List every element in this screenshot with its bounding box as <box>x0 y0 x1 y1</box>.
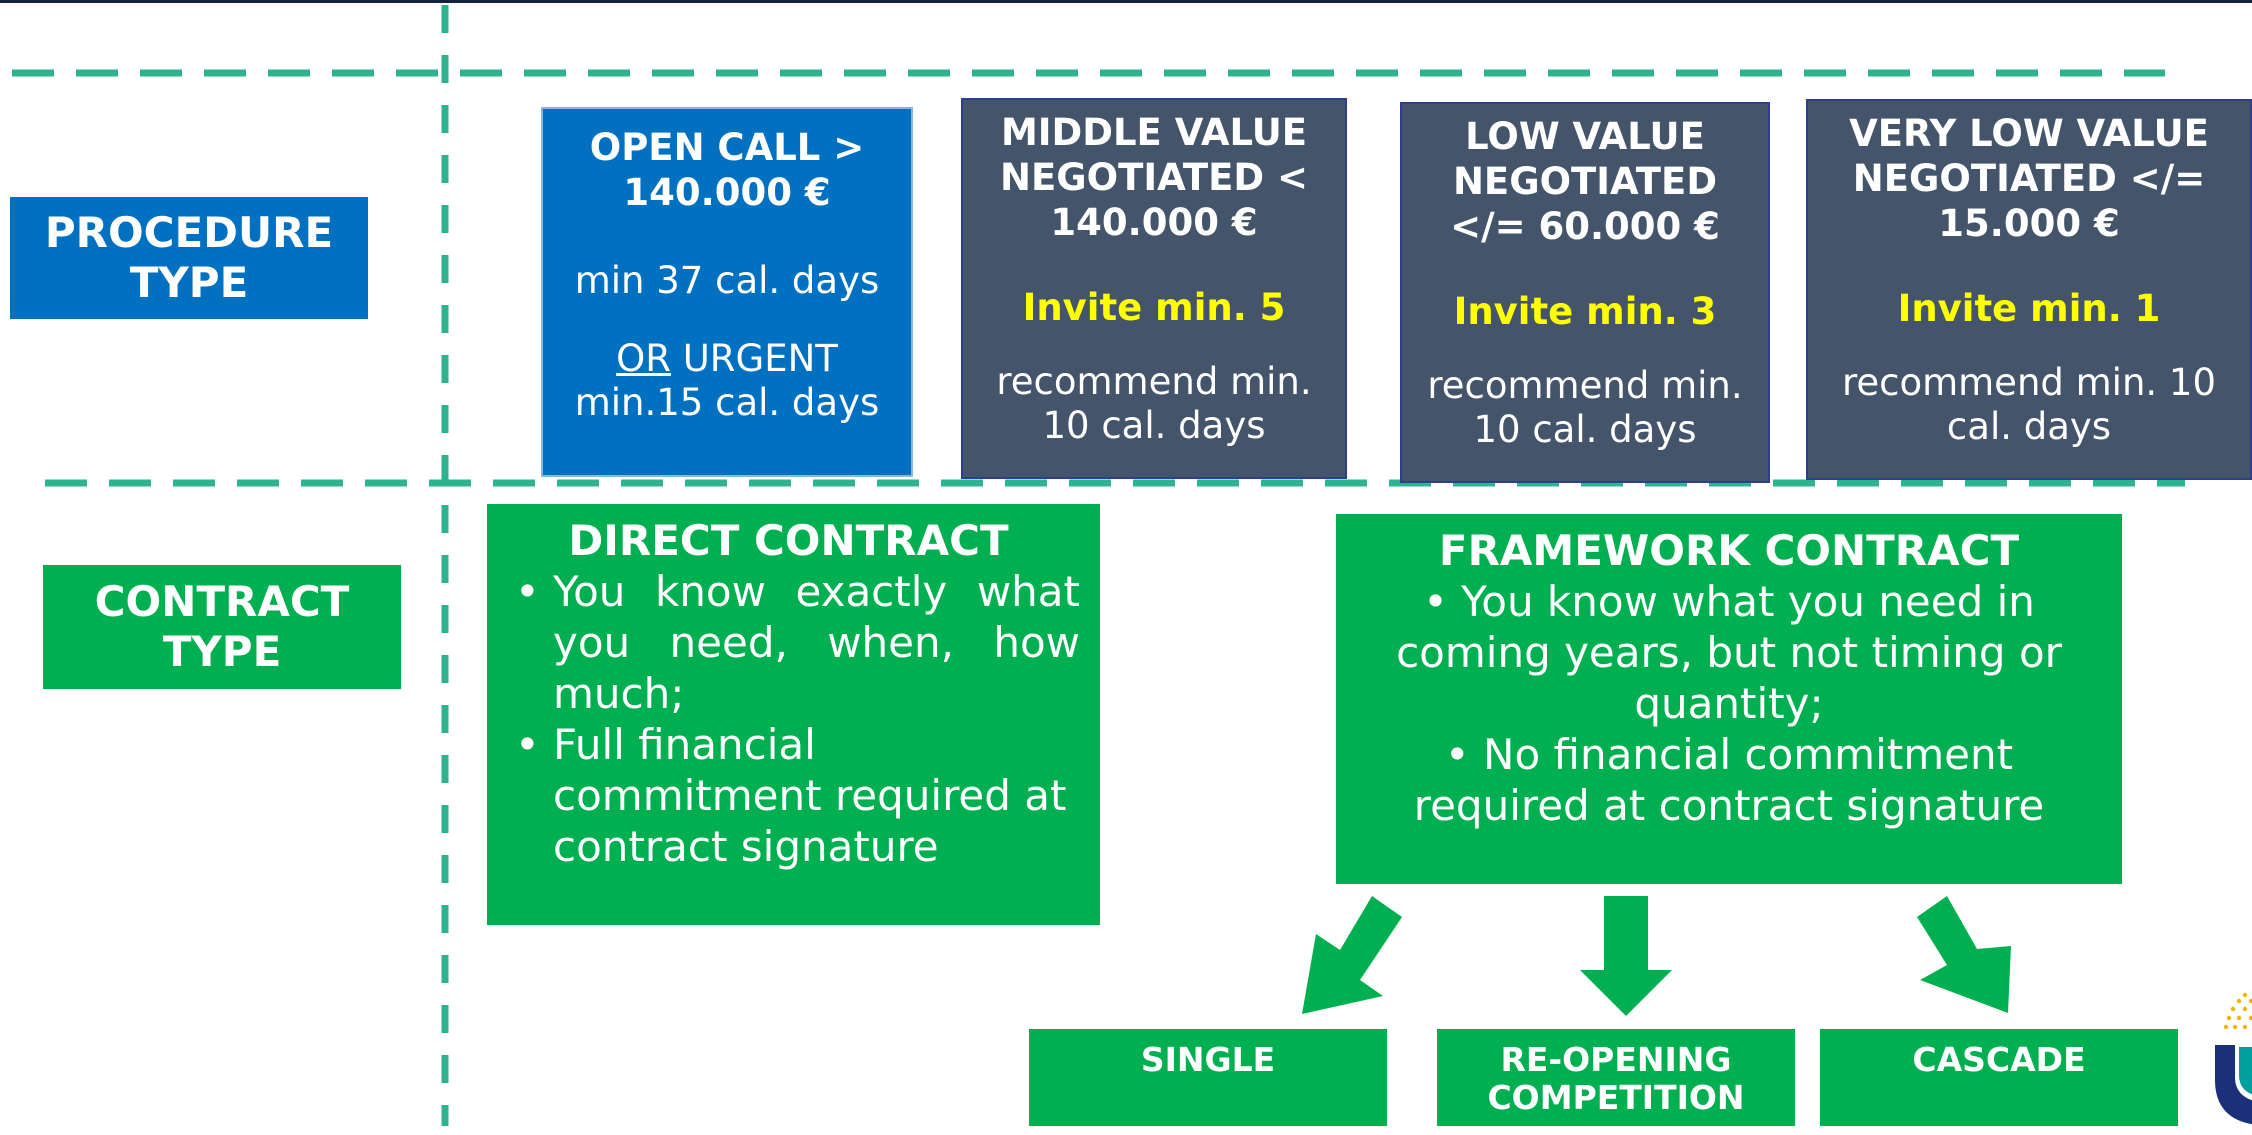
contract-type-label: CONTRACT TYPE <box>43 565 401 689</box>
framework-contract-box: FRAMEWORK CONTRACT • You know what you n… <box>1336 514 2122 884</box>
cascade-box: CASCADE <box>1820 1029 2178 1126</box>
middle-value-title: MIDDLE VALUE NEGOTIATED < 140.000 € <box>1000 111 1308 244</box>
top-border <box>0 0 2252 3</box>
open-call-min-days: min 37 cal. days <box>574 259 880 302</box>
low-value-title: LOW VALUE NEGOTIATED </= 60.000 € <box>1450 115 1720 248</box>
contract-type-text: CONTRACT TYPE <box>94 577 350 676</box>
framework-contract-title: FRAMEWORK CONTRACT <box>1438 526 2020 575</box>
middle-value-invite: Invite min. 5 <box>1022 286 1286 329</box>
framework-contract-bullet: • You know what you need in coming years… <box>1396 577 2062 728</box>
middle-value-recommend: recommend min. 10 cal. days <box>996 360 1312 447</box>
reopening-competition-box: RE-OPENING COMPETITION <box>1437 1029 1795 1126</box>
arrow-down-left-icon <box>1302 896 1402 1014</box>
single-label: SINGLE <box>1140 1040 1276 1079</box>
urgent-text: URGENT min.15 cal. days <box>574 337 880 424</box>
open-call-box: OPEN CALL > 140.000 € min 37 cal. days O… <box>541 107 913 477</box>
organization-logo <box>2215 992 2252 1125</box>
procedure-type-text: PROCEDURE TYPE <box>44 208 334 307</box>
procedure-type-label: PROCEDURE TYPE <box>10 197 368 319</box>
low-value-invite: Invite min. 3 <box>1453 290 1717 333</box>
arrow-down-right-icon <box>1917 896 2011 1013</box>
direct-contract-bullet: Full financial commitment required at co… <box>497 719 1080 872</box>
open-call-title: OPEN CALL > 140.000 € <box>589 126 865 214</box>
framework-contract-bullet: • No financial commitment required at co… <box>1413 730 2045 830</box>
very-low-value-title: VERY LOW VALUE NEGOTIATED </= 15.000 € <box>1849 112 2209 245</box>
direct-contract-box: DIRECT CONTRACT You know exactly what yo… <box>487 504 1100 925</box>
very-low-value-box: VERY LOW VALUE NEGOTIATED </= 15.000 € I… <box>1806 99 2252 480</box>
low-value-box: LOW VALUE NEGOTIATED </= 60.000 € Invite… <box>1400 102 1770 483</box>
very-low-value-recommend: recommend min. 10 cal. days <box>1841 361 2217 448</box>
direct-contract-bullets: You know exactly what you need, when, ho… <box>497 566 1080 872</box>
low-value-recommend: recommend min. 10 cal. days <box>1427 364 1743 451</box>
reopening-label: RE-OPENING COMPETITION <box>1487 1040 1745 1117</box>
open-call-urgent: OR URGENT min.15 cal. days <box>571 337 883 425</box>
middle-value-box: MIDDLE VALUE NEGOTIATED < 140.000 € Invi… <box>961 98 1347 479</box>
cascade-label: CASCADE <box>1912 1040 2086 1079</box>
direct-contract-bullet: You know exactly what you need, when, ho… <box>497 566 1080 719</box>
arrow-down-icon <box>1580 896 1672 1016</box>
very-low-value-invite: Invite min. 1 <box>1897 287 2161 330</box>
single-box: SINGLE <box>1029 1029 1387 1126</box>
direct-contract-title: DIRECT CONTRACT <box>568 516 1009 565</box>
or-word: OR <box>616 337 671 380</box>
